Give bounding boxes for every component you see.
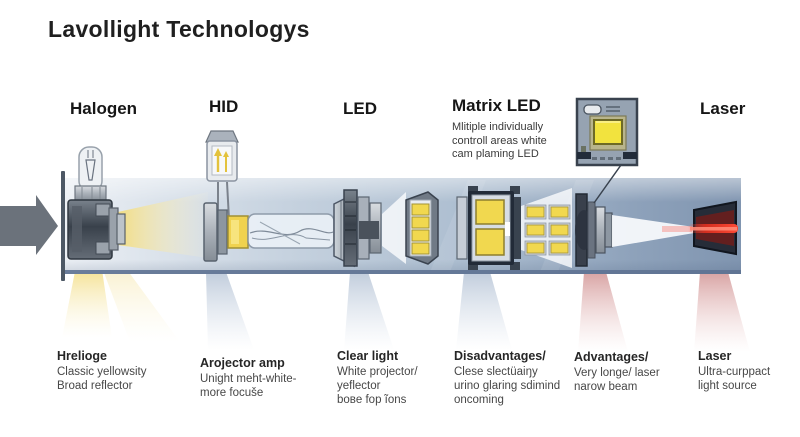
- footer-block-led: Clear light White projector/ yeflector b…: [337, 349, 457, 407]
- halogen-ground-beam-faint: [100, 260, 180, 342]
- column-header-laser: Laser: [700, 99, 746, 118]
- laser-lamp-illustration: [575, 193, 738, 267]
- footer-line: Ultra-curppact: [698, 366, 771, 378]
- footer-line: Classic yellowsity: [57, 366, 147, 378]
- footer-block-hid: Arojector amp Unight meht-white- more fo…: [200, 356, 330, 400]
- hid-bulb-icon: [205, 130, 239, 239]
- matrix-led-note-line: cam plaming LED: [452, 148, 539, 160]
- matrix-led-chip-grid: [524, 204, 571, 256]
- footer-line: light source: [698, 380, 757, 392]
- matrix-led-module-photo: [575, 97, 639, 204]
- led-lamp-illustration: [343, 189, 439, 267]
- ground-beams: [62, 256, 750, 352]
- halogen-ground-beam: [62, 256, 112, 338]
- matrix-ground-beam: [456, 272, 512, 350]
- laser-module-ground-beam: [578, 272, 628, 352]
- hid-ground-beam: [206, 272, 254, 350]
- footer-line: urino glaring sdimind: [454, 380, 561, 392]
- footer-line: Very longe/ laser: [574, 367, 660, 379]
- footer-line: oncoming: [454, 394, 504, 406]
- laser-target-ground-beam: [694, 272, 750, 352]
- halogen-lamp-illustration: [67, 146, 208, 260]
- footer-block-advantages: Advantages/ Very longe/ laser narow beam: [574, 350, 694, 394]
- footer-title: Hrelioge: [57, 349, 108, 363]
- page-title: Lavollight Technologys: [48, 16, 310, 42]
- footer-line: Clese slectüaiŋy: [454, 366, 538, 378]
- column-header-matrix-led: Matrix LED: [452, 96, 541, 115]
- footer-line: more focuše: [200, 387, 264, 399]
- footer-line: yeflector: [337, 380, 381, 392]
- footer-title: Clear light: [337, 349, 399, 363]
- start-line: [61, 171, 65, 281]
- matrix-led-note-line: Mlitiple individually: [452, 121, 544, 133]
- footer-title: Disadvantages/: [454, 349, 546, 363]
- footer-block-halogen: Hrelioge Classic yellowsity Broad reflec…: [57, 349, 187, 393]
- footer-line: White projector/: [337, 366, 418, 378]
- matrix-led-note-line: controll areas white: [452, 134, 547, 147]
- right-arrow-icon: [0, 195, 58, 255]
- footer-block-matrix: Disadvantages/ Clese slectüaiŋy urino gl…: [454, 349, 579, 407]
- footer-line: Unight meht-white-: [200, 373, 297, 385]
- footer-line: Broad reflector: [57, 380, 133, 392]
- led-ground-beam: [344, 272, 394, 350]
- footer-title: Arojector amp: [200, 356, 285, 370]
- footer-block-laser: Laser Ultra-curppact light source: [698, 349, 798, 393]
- column-header-led: LED: [343, 99, 377, 118]
- footer-title: Laser: [698, 349, 732, 363]
- column-header-halogen: Halogen: [70, 99, 138, 118]
- footer-line: narow beam: [574, 381, 638, 393]
- matrix-led-lamp-illustration: [456, 186, 572, 270]
- column-header-hid: HID: [209, 97, 239, 116]
- footer-line: boвe fop ĩons: [337, 394, 407, 406]
- matrix-led-note: Mlitiple individually controll areas whi…: [452, 121, 582, 162]
- footer-title: Advantages/: [574, 350, 649, 364]
